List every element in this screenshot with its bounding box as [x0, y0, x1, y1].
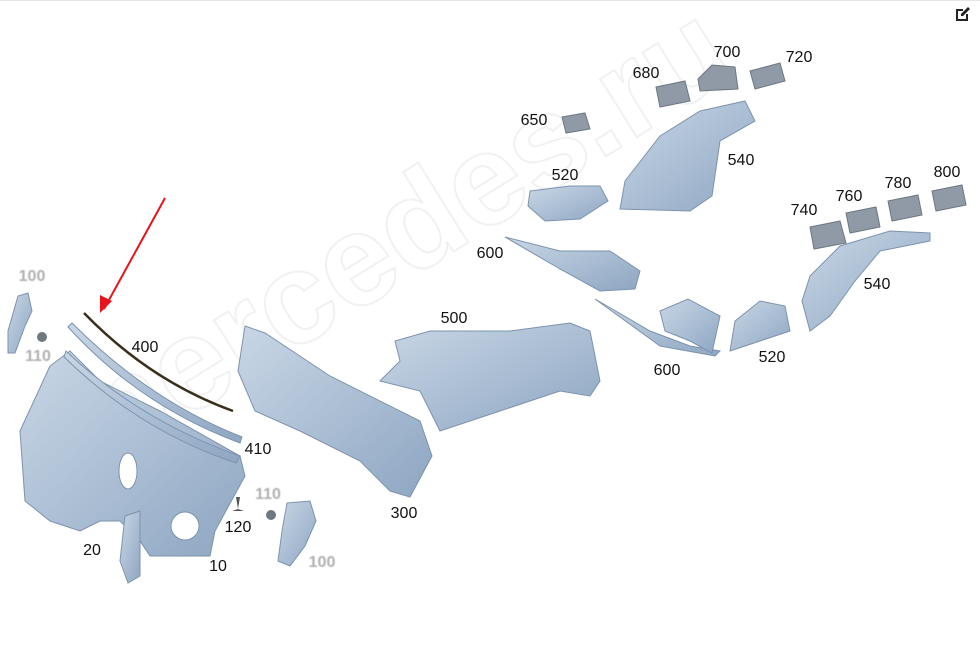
part-600-pad[interactable] — [659, 298, 721, 354]
label-740: 740 — [790, 202, 818, 219]
edit-icon[interactable] — [954, 5, 972, 23]
part-strip-lower[interactable] — [63, 350, 241, 464]
label-600: 600 — [653, 362, 681, 379]
part-520-upper[interactable] — [527, 185, 609, 222]
part-720[interactable] — [749, 62, 786, 90]
label-100: 100 — [308, 554, 336, 571]
label-120: 120 — [224, 519, 252, 536]
label-400: 400 — [131, 339, 159, 356]
callout-arrow — [103, 197, 166, 310]
label-540: 540 — [863, 276, 891, 293]
part-680[interactable] — [655, 80, 691, 108]
label-10: 10 — [209, 558, 227, 575]
part-120-clip[interactable] — [232, 497, 244, 511]
part-650[interactable] — [561, 112, 591, 134]
label-500: 500 — [440, 310, 468, 327]
part-540-upper[interactable] — [619, 100, 756, 212]
label-100: 100 — [18, 268, 46, 285]
part-110-left[interactable] — [37, 332, 47, 342]
part-400-seal[interactable] — [83, 312, 234, 413]
part-410-strip[interactable] — [67, 322, 243, 444]
part-600-upper[interactable] — [504, 236, 641, 292]
label-700: 700 — [713, 44, 741, 61]
label-540: 540 — [727, 152, 755, 169]
label-720: 720 — [785, 49, 813, 66]
part-10-lower[interactable] — [119, 510, 141, 584]
part-780[interactable] — [887, 194, 923, 222]
label-680: 680 — [632, 65, 660, 82]
label-520: 520 — [758, 349, 786, 366]
part-540-lower[interactable] — [801, 230, 931, 332]
bulkhead-hole — [118, 452, 138, 490]
part-760[interactable] — [845, 206, 881, 234]
part-700[interactable] — [697, 64, 739, 92]
label-110: 110 — [25, 348, 51, 365]
part-10-bulkhead[interactable] — [19, 350, 246, 557]
label-600: 600 — [476, 245, 504, 262]
part-520-lower[interactable] — [729, 300, 791, 352]
label-520: 520 — [551, 167, 579, 184]
label-300: 300 — [390, 505, 418, 522]
part-100-left[interactable] — [7, 292, 33, 354]
part-110-right[interactable] — [266, 510, 276, 520]
label-800: 800 — [933, 164, 961, 181]
arrow-head-icon — [100, 295, 112, 313]
label-650: 650 — [520, 112, 548, 129]
part-800[interactable] — [931, 184, 967, 212]
part-500[interactable] — [379, 322, 601, 432]
label-20: 20 — [83, 542, 101, 559]
part-740[interactable] — [809, 220, 847, 250]
label-780: 780 — [884, 175, 912, 192]
label-410: 410 — [244, 441, 272, 458]
bulkhead-hole — [170, 511, 200, 541]
label-110: 110 — [255, 486, 281, 503]
label-760: 760 — [835, 188, 863, 205]
part-300[interactable] — [237, 325, 433, 498]
part-100-right[interactable] — [277, 500, 317, 567]
